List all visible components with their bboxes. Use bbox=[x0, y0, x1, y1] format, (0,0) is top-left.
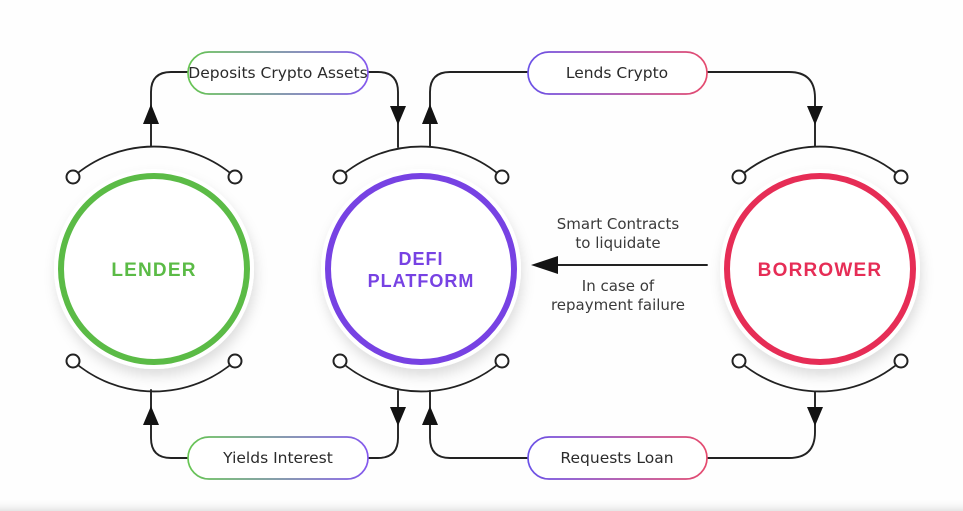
arrowhead-down-icon bbox=[390, 407, 406, 426]
arrowhead-left-icon bbox=[531, 256, 558, 274]
arrowhead-down-icon bbox=[807, 407, 823, 426]
defi-platform-ring bbox=[325, 173, 517, 365]
arrowhead-up-icon bbox=[422, 104, 438, 124]
yields-path-to-lender bbox=[150, 389, 189, 459]
defi-platform-node: DEFI PLATFORM bbox=[321, 169, 521, 369]
lends-pill: Lends Crypto bbox=[527, 51, 708, 95]
arc-endpoint-dot bbox=[494, 169, 510, 185]
arc-endpoint-dot bbox=[227, 353, 243, 369]
borrower-top-arc bbox=[738, 145, 902, 178]
requests-edge bbox=[422, 390, 823, 459]
lender-label: LENDER bbox=[111, 260, 196, 281]
lends-edge bbox=[422, 71, 823, 147]
liquidate-note-line3: In case of bbox=[582, 277, 655, 295]
borrower-label: BORROWER bbox=[758, 260, 883, 281]
deposits-path-from-lender bbox=[150, 71, 189, 147]
arrowhead-down-icon bbox=[390, 106, 406, 125]
arc-endpoint-dot bbox=[494, 353, 510, 369]
deposits-path-to-platform bbox=[367, 71, 399, 148]
arc-endpoint-dot bbox=[893, 169, 909, 185]
defi-platform-arcs bbox=[332, 145, 510, 393]
deposits-pill: Deposits Crypto Assets bbox=[187, 51, 369, 95]
defi-platform-label-line2: PLATFORM bbox=[368, 271, 475, 291]
platform-bottom-arc bbox=[339, 360, 503, 393]
requests-pill: Requests Loan bbox=[527, 436, 708, 480]
arc-endpoint-dot bbox=[731, 353, 747, 369]
liquidate-note-line2: to liquidate bbox=[575, 234, 660, 252]
borrower-ring bbox=[724, 173, 916, 365]
lends-path-from-platform bbox=[429, 71, 529, 147]
borrower-arcs bbox=[731, 145, 909, 393]
yields-pill: Yields Interest bbox=[187, 436, 369, 480]
lends-path-to-borrower bbox=[706, 71, 816, 147]
borrower-bottom-arc bbox=[738, 360, 902, 393]
requests-pill-label: Requests Loan bbox=[560, 449, 673, 467]
requests-path-to-platform bbox=[429, 390, 529, 459]
deposits-pill-shape bbox=[187, 51, 369, 95]
lends-pill-label: Lends Crypto bbox=[566, 64, 668, 82]
liquidate-note-line4: repayment failure bbox=[551, 296, 685, 314]
lender-node: LENDER bbox=[54, 169, 254, 369]
borrower-node: BORROWER bbox=[720, 169, 920, 369]
defi-platform-label-line1: DEFI bbox=[398, 249, 443, 269]
arc-endpoint-dot bbox=[731, 169, 747, 185]
yields-edge bbox=[143, 389, 406, 459]
arrowhead-down-icon bbox=[807, 106, 823, 125]
yields-pill-shape bbox=[187, 436, 369, 480]
arc-endpoint-dot bbox=[65, 353, 81, 369]
lends-pill-shape bbox=[527, 51, 708, 95]
deposits-edge bbox=[143, 71, 406, 148]
arrowhead-up-icon bbox=[422, 406, 438, 425]
yields-path-from-platform bbox=[367, 390, 399, 459]
lender-bottom-arc bbox=[72, 360, 236, 393]
arrowhead-up-icon bbox=[143, 406, 159, 425]
bottom-edge-fade bbox=[0, 498, 963, 511]
arc-endpoint-dot bbox=[65, 169, 81, 185]
lender-top-arc bbox=[72, 145, 236, 178]
arc-endpoint-dot bbox=[332, 353, 348, 369]
liquidate-edge: Smart Contracts to liquidate In case of … bbox=[531, 215, 708, 314]
yields-pill-label: Yields Interest bbox=[222, 449, 333, 467]
requests-pill-shape bbox=[527, 436, 708, 480]
lender-arcs bbox=[65, 145, 243, 393]
arc-endpoint-dot bbox=[332, 169, 348, 185]
arc-endpoint-dot bbox=[227, 169, 243, 185]
lender-ring bbox=[58, 173, 250, 365]
arrowhead-up-icon bbox=[143, 104, 159, 124]
requests-path-from-borrower bbox=[706, 391, 816, 459]
liquidate-note-line1: Smart Contracts bbox=[557, 215, 680, 233]
arc-endpoint-dot bbox=[893, 353, 909, 369]
deposits-pill-label: Deposits Crypto Assets bbox=[188, 64, 367, 82]
platform-top-arc bbox=[339, 145, 503, 178]
